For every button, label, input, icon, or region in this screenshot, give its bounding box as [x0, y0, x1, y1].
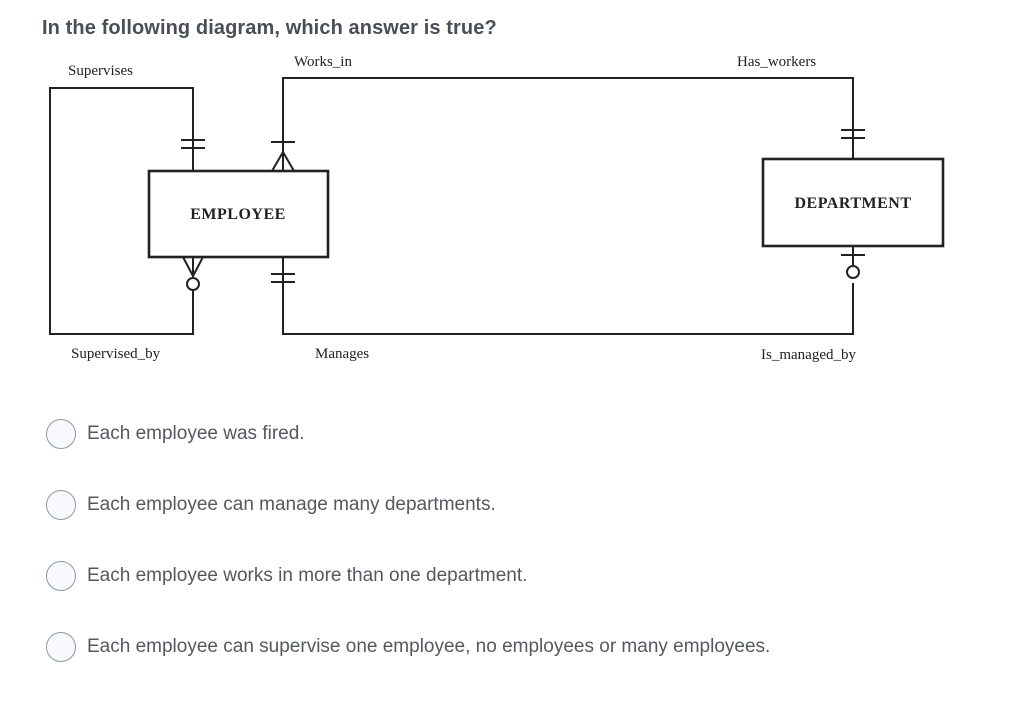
- radio-button-option-1[interactable]: [46, 419, 76, 449]
- radio-button-option-4[interactable]: [46, 632, 76, 662]
- radio-button-option-2[interactable]: [46, 490, 76, 520]
- supervises-connector: [49, 87, 205, 335]
- cardinality-exactly-one-supervises: [181, 139, 205, 149]
- answer-option-3[interactable]: Each employee works in more than one dep…: [46, 561, 527, 591]
- cardinality-zero-or-one-is-managed-by: [841, 246, 865, 279]
- label-manages: Manages: [315, 346, 369, 362]
- er-diagram: EMPLOYEE DEPARTMENT Supervises Works_in …: [49, 54, 945, 363]
- cardinality-exactly-one-has-workers: [841, 129, 865, 139]
- label-supervises: Supervises: [68, 63, 133, 79]
- label-is-managed-by: Is_managed_by: [761, 347, 856, 363]
- manages-connector: [271, 246, 865, 335]
- radio-button-option-3[interactable]: [46, 561, 76, 591]
- cardinality-zero-or-many-supervised-by: [182, 256, 204, 291]
- answer-option-1-label[interactable]: Each employee was fired.: [87, 423, 305, 444]
- label-works-in: Works_in: [294, 54, 352, 70]
- entity-department: DEPARTMENT: [761, 157, 945, 248]
- answer-option-3-label[interactable]: Each employee works in more than one dep…: [87, 565, 528, 586]
- cardinality-exactly-one-manages: [271, 273, 295, 283]
- works-in-connector: [271, 77, 865, 172]
- label-has-workers: Has_workers: [737, 54, 816, 70]
- cardinality-one-or-many-works-in: [271, 141, 295, 172]
- answer-option-4[interactable]: Each employee can supervise one employee…: [46, 632, 770, 662]
- answer-option-2-label[interactable]: Each employee can manage many department…: [87, 494, 496, 515]
- answer-option-1[interactable]: Each employee was fired.: [46, 419, 305, 449]
- entity-department-label: DEPARTMENT: [794, 195, 911, 212]
- answer-option-4-label[interactable]: Each employee can supervise one employee…: [87, 636, 771, 657]
- entity-employee-label: EMPLOYEE: [190, 206, 286, 223]
- question-title: In the following diagram, which answer i…: [42, 17, 497, 39]
- entity-employee: EMPLOYEE: [147, 169, 330, 259]
- label-supervised-by: Supervised_by: [71, 346, 161, 362]
- answer-option-2[interactable]: Each employee can manage many department…: [46, 490, 496, 520]
